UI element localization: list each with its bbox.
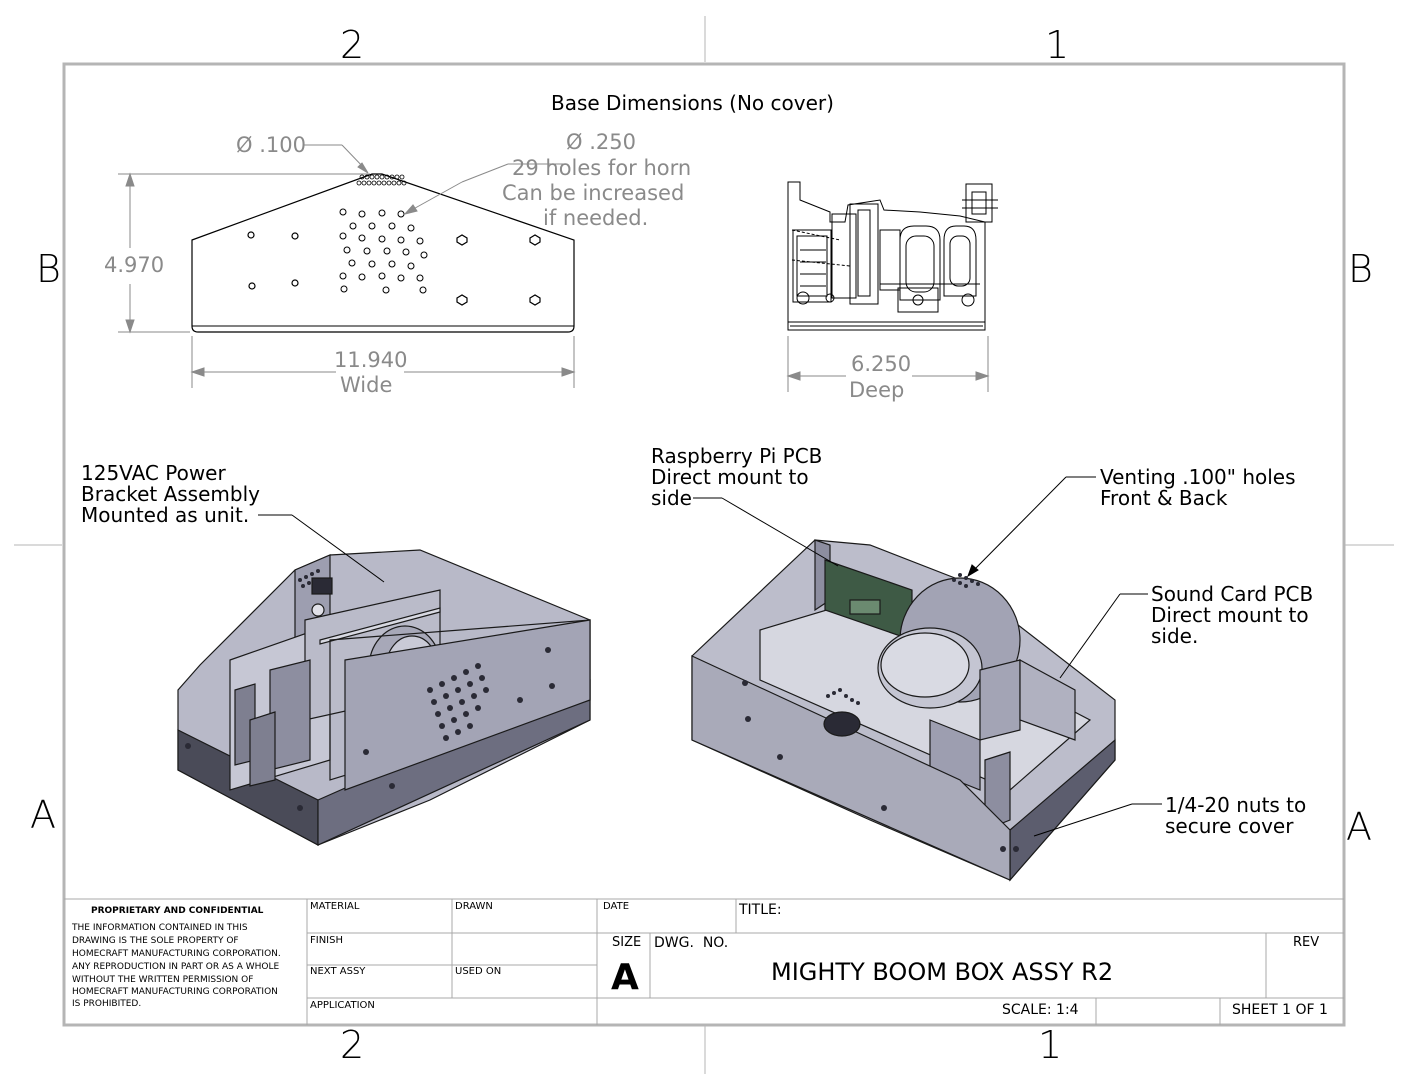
large-diameter-label: Ø .250 — [566, 130, 636, 154]
holes-note-line-1: 29 holes for horn — [512, 156, 692, 180]
scale-label: SCALE: 1:4 — [1002, 1002, 1079, 1018]
proprietary-heading: PROPRIETARY AND CONFIDENTIAL — [91, 906, 264, 916]
iso-view-right — [691, 539, 1116, 882]
used-on-label: USED ON — [455, 966, 502, 977]
depth-dimension — [786, 336, 990, 392]
base-view-title: Base Dimensions (No cover) — [551, 91, 834, 115]
proprietary-line-4: ANY REPRODUCTION IN PART OR AS A WHOLE — [72, 962, 280, 972]
zone-left-b: B — [36, 247, 61, 291]
proprietary-line-5: WITHOUT THE WRITTEN PERMISSION OF — [72, 975, 254, 985]
small-diameter-label: Ø .100 — [236, 133, 306, 157]
zone-top-right: 1 — [1045, 23, 1070, 67]
callout-sound-card: Sound Card PCB Direct mount to side. — [1151, 582, 1314, 648]
proprietary-line-3: HOMECRAFT MANUFACTURING CORPORATION. — [72, 949, 281, 959]
zone-right-a: A — [1346, 805, 1372, 849]
callout-venting: Venting .100" holes Front & Back — [1100, 465, 1296, 510]
size-label: SIZE — [612, 935, 642, 950]
holes-note-line-3: if needed. — [543, 206, 649, 230]
horn-holes — [339, 208, 428, 294]
zone-bottom-right: 1 — [1038, 1023, 1063, 1067]
callout-nuts: 1/4-20 nuts to secure cover — [1165, 793, 1307, 838]
height-dimension: 4.970 — [104, 253, 165, 277]
zone-left-a: A — [30, 793, 56, 837]
depth-label: Deep — [849, 378, 905, 402]
proprietary-line-1: THE INFORMATION CONTAINED IN THIS — [72, 923, 248, 933]
title-block-grid — [64, 898, 1344, 1025]
zone-dividers — [14, 16, 1394, 1074]
zone-right-b: B — [1348, 247, 1373, 291]
drawn-label: DRAWN — [455, 901, 493, 912]
rev-label: REV — [1293, 935, 1320, 950]
vent-holes-top — [356, 174, 407, 186]
drawing-frame — [62, 62, 1346, 1027]
callout-power-bracket: 125VAC Power Bracket Assembly Mounted as… — [81, 461, 260, 527]
callout-raspberry-pi: Raspberry Pi PCB Direct mount to side — [651, 444, 823, 510]
proprietary-line-2: DRAWING IS THE SOLE PROPERTY OF — [72, 936, 239, 946]
holes-note-line-2: Can be increased — [502, 181, 685, 205]
iso-view-left — [177, 549, 591, 847]
proprietary-line-7: IS PROHIBITED. — [72, 999, 142, 1009]
date-label: DATE — [603, 901, 630, 912]
zone-bottom-left: 2 — [340, 1023, 365, 1067]
depth-dimension-value: 6.250 — [851, 352, 912, 376]
finish-label: FINISH — [310, 935, 343, 946]
drawing-title: MIGHTY BOOM BOX ASSY R2 — [771, 958, 1114, 986]
callout-leaders — [258, 476, 1162, 837]
front-view — [118, 144, 576, 388]
width-label: Wide — [340, 373, 393, 397]
width-dimension: 11.940 — [334, 348, 408, 372]
application-label: APPLICATION — [310, 1000, 375, 1011]
dwg-no-label: DWG. NO. — [654, 935, 729, 951]
side-view — [787, 181, 998, 331]
zone-top-left: 2 — [340, 23, 365, 67]
material-label: MATERIAL — [310, 901, 360, 912]
size-value: A — [611, 957, 639, 998]
proprietary-line-6: HOMECRAFT MANUFACTURING CORPORATION — [72, 987, 278, 997]
next-assy-label: NEXT ASSY — [310, 966, 366, 977]
sheet-label: SHEET 1 OF 1 — [1232, 1002, 1328, 1018]
title-label: TITLE: — [739, 902, 782, 918]
